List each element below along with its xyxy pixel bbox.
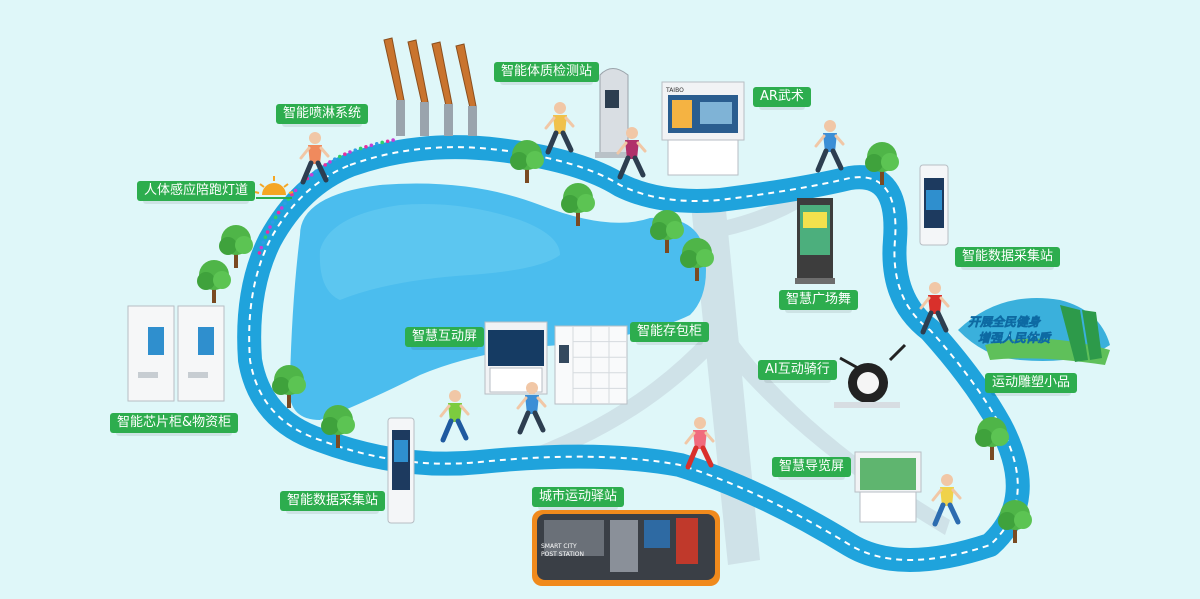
post-station-sign-1: SMART CITY bbox=[541, 543, 577, 550]
label-chip-locker: 智能芯片柜&物资柜 bbox=[110, 413, 239, 436]
label-spray-system: 智能喷淋系统 bbox=[276, 104, 369, 127]
tree-icon bbox=[197, 260, 231, 303]
led-dot bbox=[309, 173, 314, 177]
label-sculpture: 运动雕塑小品 bbox=[985, 373, 1078, 396]
label-guide-screen: 智慧导览屏 bbox=[772, 457, 852, 480]
track-lane-line bbox=[248, 146, 1019, 561]
ai-cycling-machine bbox=[834, 343, 907, 408]
tree-icon bbox=[272, 365, 306, 408]
runner-figure bbox=[516, 382, 547, 435]
label-square-dance: 智慧广场舞 bbox=[779, 290, 859, 313]
runner-figure bbox=[544, 102, 575, 155]
led-dot bbox=[293, 188, 298, 193]
guide-screen bbox=[854, 451, 922, 523]
label-data-station-right: 智能数据采集站 bbox=[955, 247, 1061, 270]
square-dance-screen bbox=[795, 198, 835, 284]
label-ai-cycling: AI互动骑行 bbox=[758, 360, 837, 383]
lake-highlight bbox=[319, 204, 560, 300]
led-dot bbox=[261, 240, 266, 245]
label-post-station: 城市运动驿站 bbox=[532, 487, 625, 510]
led-dot bbox=[337, 154, 342, 159]
data-station-right bbox=[919, 164, 949, 246]
led-dot bbox=[270, 220, 275, 224]
led-dot bbox=[380, 140, 384, 145]
chip-supply-lockers bbox=[127, 305, 225, 402]
tree-icon bbox=[219, 225, 253, 268]
label-storage-locker: 智能存包柜 bbox=[630, 322, 710, 345]
runner-figure bbox=[814, 120, 845, 173]
sculpture-slogan-1: 开展全民健身 bbox=[968, 315, 1042, 329]
runner-figure bbox=[684, 417, 715, 470]
led-dot bbox=[279, 206, 284, 210]
led-dot bbox=[333, 157, 337, 161]
led-dot bbox=[257, 251, 262, 255]
led-dot bbox=[297, 184, 302, 189]
led-dot bbox=[328, 160, 332, 164]
tree-icon bbox=[975, 417, 1009, 460]
sun-icon bbox=[254, 176, 294, 199]
led-dot bbox=[358, 146, 363, 151]
led-dot bbox=[374, 142, 379, 146]
sport-sculpture bbox=[958, 298, 1110, 365]
led-dot bbox=[265, 230, 270, 234]
led-dot bbox=[364, 144, 368, 149]
storage-locker bbox=[554, 325, 628, 405]
led-dot bbox=[283, 201, 287, 206]
led-dot bbox=[385, 139, 390, 144]
tree-icon bbox=[865, 142, 899, 185]
led-dot bbox=[314, 169, 318, 174]
runner-figure bbox=[439, 390, 470, 443]
runner-figure bbox=[616, 127, 647, 180]
label-led-track: 人体感应陪跑灯道 bbox=[137, 181, 256, 204]
led-dot bbox=[323, 163, 327, 167]
label-fitness-test: 智能体质检测站 bbox=[494, 62, 600, 85]
led-dot bbox=[276, 210, 281, 215]
led-dot bbox=[268, 225, 272, 229]
label-data-station-left: 智能数据采集站 bbox=[280, 491, 386, 514]
tree-icon bbox=[998, 500, 1032, 543]
led-dot bbox=[391, 138, 395, 142]
led-dot bbox=[353, 148, 358, 152]
tree-icon bbox=[561, 183, 595, 226]
led-dot bbox=[369, 143, 374, 148]
runner-figure bbox=[919, 282, 950, 335]
led-dot bbox=[263, 235, 268, 239]
tree-icon bbox=[680, 238, 714, 281]
tree-icon bbox=[650, 210, 684, 253]
label-ar-wushu: AR武术 bbox=[753, 87, 811, 110]
tree-icon bbox=[510, 140, 544, 183]
sculpture-slogan-2: 增强人民体质 bbox=[978, 331, 1052, 345]
runner-figure bbox=[299, 132, 330, 185]
led-dot bbox=[273, 215, 278, 220]
post-station bbox=[532, 510, 720, 586]
tree-icon bbox=[321, 405, 355, 448]
ar-kiosk-brand: TAIBO bbox=[665, 87, 684, 94]
fitness-test-kiosk bbox=[595, 68, 635, 158]
led-dot bbox=[259, 245, 264, 250]
runner-figure bbox=[931, 474, 962, 527]
interactive-screen bbox=[484, 321, 548, 395]
data-station-left bbox=[387, 417, 415, 524]
led-dot bbox=[348, 150, 352, 154]
spray-poles bbox=[383, 37, 477, 136]
led-dot bbox=[343, 152, 347, 156]
trees bbox=[197, 140, 1032, 543]
led-dot bbox=[290, 192, 294, 197]
ar-kiosk bbox=[661, 81, 745, 176]
post-station-sign-2: POST STATION bbox=[541, 551, 584, 558]
label-interactive-screen: 智慧互动屏 bbox=[405, 327, 485, 350]
runners bbox=[299, 102, 962, 527]
